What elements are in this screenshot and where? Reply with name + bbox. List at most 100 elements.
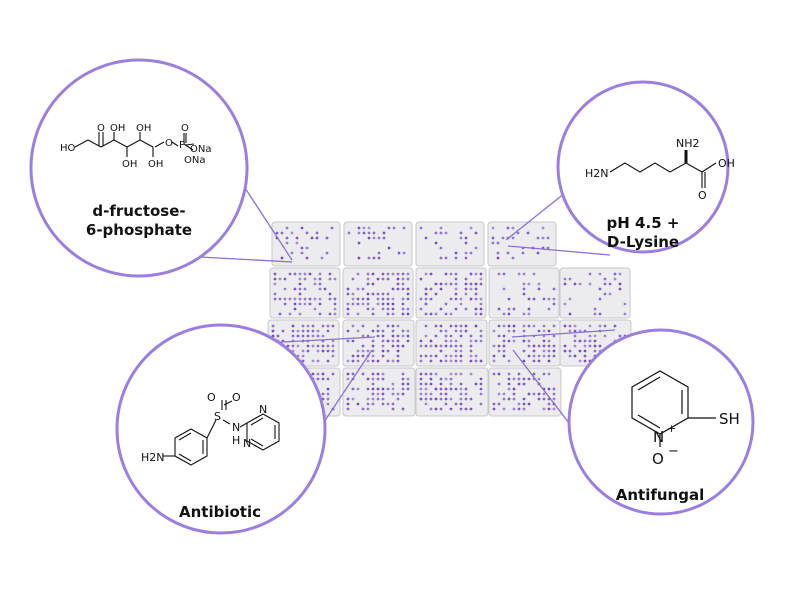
well-dot xyxy=(492,407,496,411)
well-dot xyxy=(542,344,546,348)
well-dot xyxy=(396,277,400,281)
well-dot xyxy=(603,282,607,286)
well-dot xyxy=(449,282,453,286)
well-dot xyxy=(406,382,410,386)
well-dot xyxy=(568,324,572,328)
well-dot xyxy=(449,334,453,338)
well-dot xyxy=(318,302,322,306)
well-dot xyxy=(598,312,602,316)
well-dot xyxy=(397,251,401,255)
well-dot xyxy=(434,241,438,245)
well-dot xyxy=(326,377,330,381)
well-dot xyxy=(303,277,307,281)
well-dot xyxy=(371,397,375,401)
well-dot xyxy=(396,287,400,291)
well-dot xyxy=(401,302,405,306)
well-dot xyxy=(281,329,285,333)
well-dot xyxy=(603,277,607,281)
well-dot xyxy=(522,282,526,286)
well-dot xyxy=(386,387,390,391)
well-dot xyxy=(434,397,438,401)
well-dot xyxy=(512,307,516,311)
well-dot xyxy=(419,354,423,358)
well-dot xyxy=(588,334,592,338)
atom-label: H2N xyxy=(141,451,165,464)
well-dot xyxy=(386,297,390,301)
well-dot xyxy=(371,402,375,406)
well-dot xyxy=(439,307,443,311)
well-dot xyxy=(464,307,468,311)
well-dot xyxy=(526,231,530,235)
well-dot xyxy=(547,297,551,301)
well-dot xyxy=(542,354,546,358)
assay-plate xyxy=(342,367,416,417)
well-dot xyxy=(434,344,438,348)
well-dot xyxy=(291,344,295,348)
well-dot xyxy=(464,287,468,291)
well-dot xyxy=(361,334,365,338)
well-dot xyxy=(356,329,360,333)
well-dot xyxy=(391,302,395,306)
well-dot xyxy=(573,339,577,343)
well-dot xyxy=(278,312,282,316)
well-dot xyxy=(333,297,337,301)
well-dot xyxy=(603,292,607,296)
well-dot xyxy=(502,407,506,411)
well-dot xyxy=(396,339,400,343)
well-dot xyxy=(454,292,458,296)
well-dot xyxy=(396,397,400,401)
well-dot xyxy=(479,402,483,406)
well-dot xyxy=(366,397,370,401)
well-dot xyxy=(618,272,622,276)
well-dot xyxy=(497,349,501,353)
well-dot xyxy=(434,231,438,235)
well-dot xyxy=(366,377,370,381)
well-dot xyxy=(429,407,433,411)
well-dot xyxy=(434,387,438,391)
well-dot xyxy=(333,312,337,316)
well-dot xyxy=(474,382,478,386)
well-dot xyxy=(496,251,500,255)
assay-plate xyxy=(415,267,487,319)
well-dot xyxy=(419,377,423,381)
well-dot xyxy=(497,392,501,396)
well-dot xyxy=(325,236,329,240)
well-dot xyxy=(588,324,592,328)
well-dot xyxy=(283,277,287,281)
well-dot xyxy=(331,372,335,376)
well-dot xyxy=(376,302,380,306)
well-dot xyxy=(444,231,448,235)
well-dot xyxy=(474,272,478,276)
structure-sulfadiazine xyxy=(163,400,280,466)
well-dot xyxy=(454,297,458,301)
well-dot xyxy=(542,372,546,376)
well-dot xyxy=(311,324,315,328)
well-dot xyxy=(295,236,299,240)
well-dot xyxy=(512,392,516,396)
well-dot xyxy=(333,302,337,306)
well-dot xyxy=(454,387,458,391)
well-dot xyxy=(623,302,627,306)
atom-label: N xyxy=(653,428,664,446)
well-dot xyxy=(588,282,592,286)
well-dot xyxy=(419,372,423,376)
well-dot xyxy=(444,329,448,333)
well-dot xyxy=(328,272,332,276)
well-dot xyxy=(613,272,617,276)
well-dot xyxy=(381,377,385,381)
well-dot xyxy=(542,349,546,353)
well-dot xyxy=(301,354,305,358)
well-dot xyxy=(311,334,315,338)
atom-label: ONa xyxy=(184,155,205,166)
well-dot xyxy=(507,372,511,376)
well-dot xyxy=(532,272,536,276)
well-dot xyxy=(371,377,375,381)
well-dot xyxy=(326,359,330,363)
well-dot xyxy=(469,282,473,286)
well-dot xyxy=(474,312,478,316)
well-dot xyxy=(434,312,438,316)
well-dot xyxy=(547,359,551,363)
circle-top-left xyxy=(29,58,249,278)
well-dot xyxy=(547,329,551,333)
well-dot xyxy=(469,334,473,338)
